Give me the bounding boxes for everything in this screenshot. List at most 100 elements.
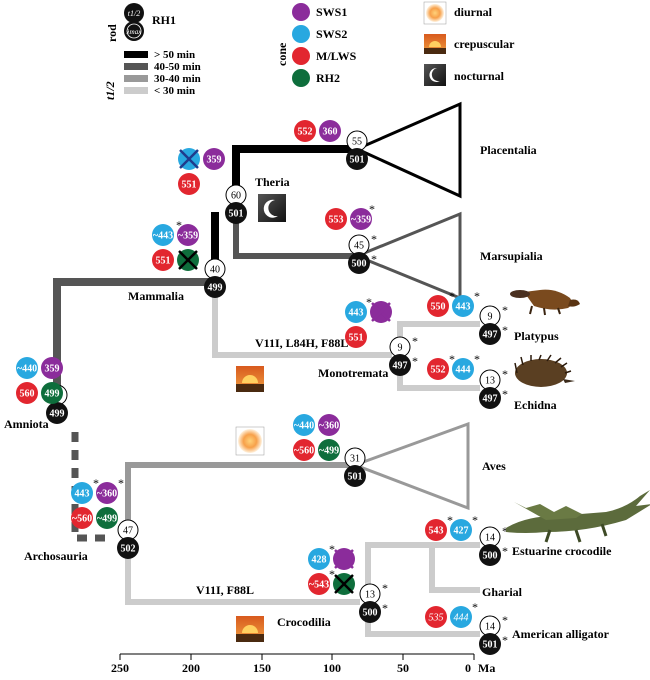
branch-gharial-estuarine xyxy=(429,545,480,593)
legend-cone-sws2: SWS2 xyxy=(316,27,347,41)
svg-text:*: * xyxy=(502,544,508,558)
svg-text:*: * xyxy=(371,232,377,246)
cone-estuarine-sws2: 427 xyxy=(454,526,469,537)
legend-thalf-label: t1/2 xyxy=(103,81,117,100)
node-crocodilia: 13 500 * * xyxy=(359,581,388,623)
label-theria: Theria xyxy=(255,175,290,189)
label-placentalia: Placentalia xyxy=(480,143,537,157)
cone-placentalia-sws1: 360 xyxy=(323,127,338,138)
cone-monotremata-sws2: 443 xyxy=(349,308,364,319)
svg-text:*: * xyxy=(447,513,453,527)
cone-placentalia-mlws: 552 xyxy=(298,127,313,138)
clade-labels: Amniota Mammalia Theria Monotremata Arch… xyxy=(4,175,388,629)
moon-icon xyxy=(424,64,446,86)
cone-platypus-sws2: 443 xyxy=(456,302,471,313)
node-echidna-thalf: 13 xyxy=(485,376,495,387)
node-archosauria: 47 502 xyxy=(117,519,139,559)
node-estuarine-crocodile: 14 500 * * xyxy=(479,524,508,566)
legend: rod t1/2 λmax RH1 t1/2 > 50 min 40-50 mi… xyxy=(103,1,515,100)
svg-text:*: * xyxy=(329,542,335,556)
node-platypus-lambda: 497 xyxy=(483,330,498,341)
svg-text:*: * xyxy=(449,352,455,366)
crocodile-icon xyxy=(506,490,650,543)
cone-archosauria-mlws: ~560 xyxy=(72,514,92,525)
node-estuarine-lambda: 500 xyxy=(483,551,498,562)
cone-echidna-sws2: 444 xyxy=(456,365,471,376)
rh1-nodes: 56 499 40 499 60 501 55 501 45 500 * * xyxy=(46,130,508,655)
cone-aves-sws1: ~360 xyxy=(319,421,339,432)
cone-archosauria-sws1: ~360 xyxy=(97,489,117,500)
cone-crocodilia-sws2: 428 xyxy=(312,555,327,566)
node-aves-thalf: 31 xyxy=(350,454,360,465)
node-crocodilia-lambda: 500 xyxy=(363,608,378,619)
node-american-alligator: 14 501 * * xyxy=(479,613,508,655)
node-platypus-thalf: 9 xyxy=(488,312,493,323)
legend-thalf-bin-0: > 50 min xyxy=(154,49,195,61)
node-archosauria-lambda: 502 xyxy=(121,544,136,555)
svg-text:*: * xyxy=(502,367,508,381)
node-theria-thalf: 60 xyxy=(231,191,241,202)
moon-icon xyxy=(258,194,286,222)
sunset-icon xyxy=(236,366,264,392)
legend-activity-diurnal: diurnal xyxy=(454,5,493,19)
taxon-labels: Placentalia Marsupialia Platypus Echidna… xyxy=(480,143,612,641)
sun-icon xyxy=(423,1,447,25)
svg-text:*: * xyxy=(176,218,182,232)
sunset-icon xyxy=(236,616,264,642)
label-echidna: Echidna xyxy=(514,398,557,412)
label-mutations-crocodilia: V11I, F88L xyxy=(196,583,254,597)
branch-mammalia-monotremata xyxy=(212,282,392,358)
branch-amniota-archosauria xyxy=(71,432,106,542)
label-mammalia: Mammalia xyxy=(128,289,184,303)
legend-cone-mlws: M/LWS xyxy=(316,49,357,63)
node-alligator-thalf: 14 xyxy=(485,622,495,633)
cone-theria-mlws: 551 xyxy=(182,180,197,191)
node-monotremata-lambda: 497 xyxy=(393,361,408,372)
svg-text:*: * xyxy=(329,567,335,581)
cone-pigments: ~440 359 560 499 ~443 ~359 551 359 551 5… xyxy=(16,120,474,628)
node-mammalia-thalf: 40 xyxy=(210,265,220,276)
node-estuarine-thalf: 14 xyxy=(485,533,495,544)
label-monotremata: Monotremata xyxy=(318,366,388,380)
svg-text:*: * xyxy=(382,601,388,615)
cone-aves-sws2: ~440 xyxy=(294,421,314,432)
node-echidna: 13 497 * * xyxy=(479,367,508,409)
cone-estuarine-mlws: 543 xyxy=(429,526,444,537)
aves-clade-triangle xyxy=(350,421,470,511)
cone-crocodilia-mlws: ~543 xyxy=(309,580,329,591)
sws1-loss-cross-icon xyxy=(371,302,391,322)
sunset-icon xyxy=(424,34,446,54)
svg-text:*: * xyxy=(474,289,480,303)
label-gharial: Gharial xyxy=(482,585,523,599)
node-marsupialia: 45 500 * * xyxy=(348,232,377,274)
cone-mammalia-mlws: 551 xyxy=(156,256,171,267)
sws1-loss-cross-icon xyxy=(334,549,354,569)
legend-rod-label: rod xyxy=(105,24,119,42)
sws2-loss-cross-icon xyxy=(179,149,199,169)
legend-activity-crepuscular: crepuscular xyxy=(454,37,515,51)
node-crocodilia-thalf: 13 xyxy=(365,590,375,601)
svg-text:*: * xyxy=(502,613,508,627)
legend-thalf-bin-2: 30-40 min xyxy=(154,73,201,85)
platypus-icon xyxy=(510,289,580,316)
label-aves: Aves xyxy=(482,459,506,473)
svg-text:*: * xyxy=(502,387,508,401)
svg-text:*: * xyxy=(412,334,418,348)
cone-monotremata-mlws: 551 xyxy=(349,333,364,344)
node-monotremata: 9 497 * * xyxy=(389,334,418,376)
svg-text:*: * xyxy=(502,323,508,337)
significance-asterisks: * * * ** ** ** ** ** * xyxy=(93,202,480,614)
tick-200: 200 xyxy=(182,661,200,675)
rod-legend-symbol: t1/2 λmax xyxy=(124,3,144,41)
svg-text:*: * xyxy=(412,354,418,368)
cone-aves-mlws: ~560 xyxy=(294,446,314,457)
cone-mammalia-sws1: ~359 xyxy=(178,231,198,242)
label-archosauria: Archosauria xyxy=(24,549,88,563)
cone-theria-sws1: 359 xyxy=(207,155,222,166)
node-placentalia-lambda: 501 xyxy=(350,155,365,166)
branch-amniota-mammalia xyxy=(53,268,219,392)
node-placentalia: 55 501 xyxy=(346,130,368,170)
node-aves-lambda: 501 xyxy=(348,472,363,483)
branch-archosauria-aves xyxy=(125,462,355,522)
tick-100: 100 xyxy=(323,661,341,675)
